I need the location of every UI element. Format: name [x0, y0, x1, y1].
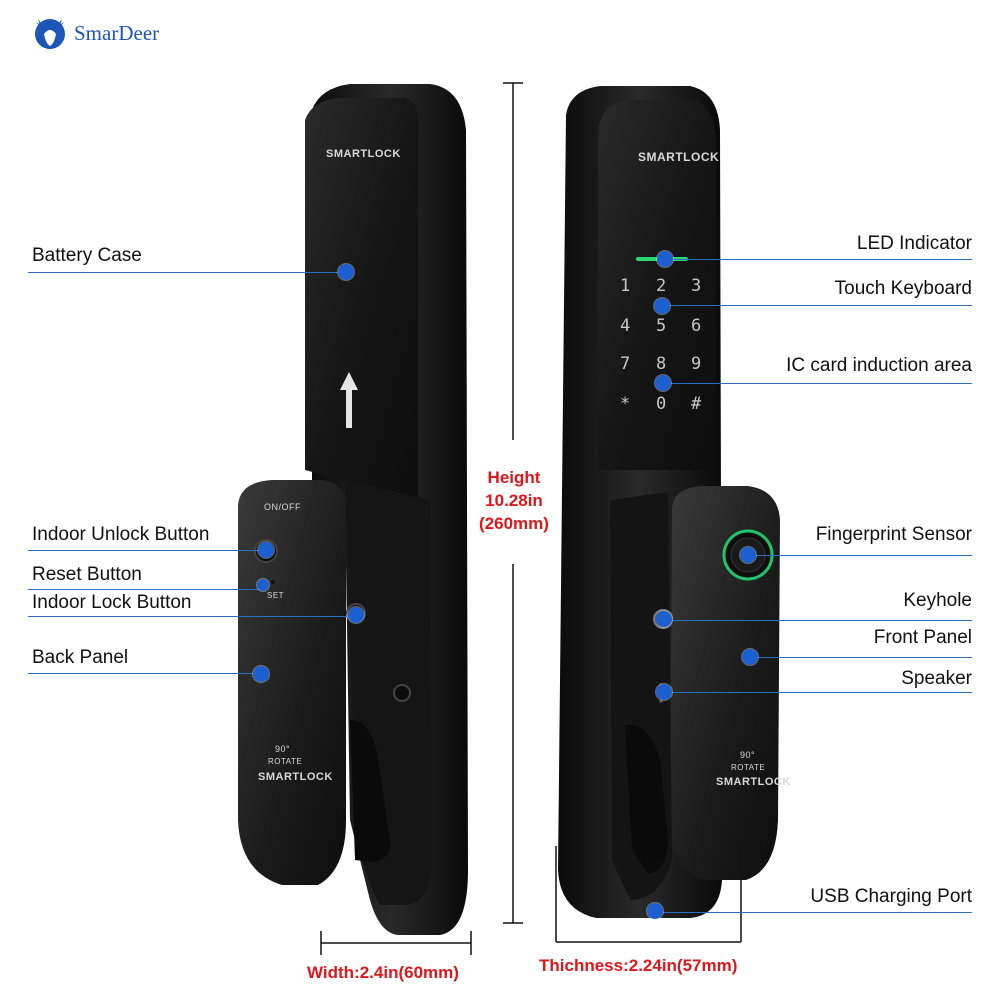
- height-label-mm: (260mm): [479, 514, 549, 533]
- callout-line-back-panel: [28, 673, 261, 674]
- callout-dot-indoor-unlock: [258, 542, 274, 558]
- callout-dot-battery-case: [338, 264, 354, 280]
- label-battery-case: Battery Case: [32, 245, 142, 266]
- keypad-key: 3: [691, 276, 702, 296]
- callout-line-usb: [655, 912, 972, 913]
- label-front-panel: Front Panel: [873, 627, 972, 648]
- callout-dot-ic-card: [655, 375, 671, 391]
- label-touch-keyboard: Touch Keyboard: [834, 278, 972, 299]
- width-label: Width:2.4in(60mm): [307, 963, 459, 982]
- height-label-title: Height: [487, 468, 541, 487]
- callout-line-fingerprint: [748, 555, 972, 556]
- label-ic-card-area: IC card induction area: [786, 355, 972, 376]
- thickness-label: Thichness:2.24in(57mm): [539, 956, 738, 975]
- callout-line-front-panel: [750, 657, 972, 658]
- height-label-inches: 10.28in: [485, 491, 543, 510]
- label-reset-button: Reset Button: [32, 564, 142, 585]
- label-usb-charging-port: USB Charging Port: [810, 886, 972, 907]
- callout-line-indoor-lock: [28, 616, 356, 617]
- callout-dot-usb: [647, 903, 663, 919]
- dimension-lines: [320, 82, 742, 955]
- label-led-indicator: LED Indicator: [856, 233, 972, 254]
- callout-dot-front-panel: [742, 649, 758, 665]
- label-indoor-unlock-button: Indoor Unlock Button: [32, 524, 210, 545]
- keypad-key: #: [691, 394, 702, 414]
- callout-dot-keyhole: [656, 611, 672, 627]
- callout-line-ic-card: [663, 383, 972, 384]
- keypad-key: *: [620, 394, 631, 414]
- brand-name: SmarDeer: [74, 20, 160, 45]
- front-top-print: SMARTLOCK: [638, 150, 720, 164]
- callout-line-battery-case: [28, 272, 346, 273]
- callout-line-indoor-unlock: [28, 550, 266, 551]
- brand-logo: SmarDeer: [32, 16, 159, 50]
- keypad-key: 4: [620, 316, 631, 336]
- label-back-panel: Back Panel: [32, 647, 129, 668]
- keypad-key: 9: [691, 354, 702, 374]
- on-off-print: ON/OFF: [264, 502, 301, 512]
- callout-line-touch-keyboard: [662, 305, 972, 306]
- deer-head-logo-icon: [35, 19, 65, 49]
- keypad-key: 7: [620, 354, 631, 374]
- back-lock-body: [238, 84, 468, 935]
- callout-line-keyhole: [664, 620, 972, 621]
- set-print: SET: [267, 591, 285, 600]
- front-lock-body: [558, 86, 780, 918]
- back-brand-print: SMARTLOCK: [258, 771, 333, 783]
- front-rotate-degree: 90°: [740, 750, 756, 760]
- keypad-key: 6: [691, 316, 702, 336]
- label-fingerprint-sensor: Fingerprint Sensor: [815, 524, 972, 545]
- front-brand-print: SMARTLOCK: [716, 776, 791, 788]
- callout-line-speaker: [664, 692, 972, 693]
- callout-dot-speaker: [656, 684, 672, 700]
- label-speaker: Speaker: [901, 668, 972, 689]
- back-rotate-print: ROTATE: [268, 757, 303, 766]
- back-rotate-degree: 90°: [275, 744, 291, 754]
- callout-dot-indoor-lock: [348, 607, 364, 623]
- front-rotate-print: ROTATE: [731, 763, 766, 772]
- callout-dot-reset: [257, 579, 269, 591]
- keypad-key: 2: [656, 276, 667, 296]
- keypad-key: 1: [620, 276, 631, 296]
- label-keyhole: Keyhole: [903, 590, 972, 611]
- keypad-key: 8: [656, 354, 667, 374]
- callout-dot-back-panel: [253, 666, 269, 682]
- label-indoor-lock-button: Indoor Lock Button: [32, 592, 192, 613]
- keypad-key: 5: [656, 316, 667, 336]
- keypad-key: 0: [656, 394, 667, 414]
- callout-dot-touch-keyboard: [654, 298, 670, 314]
- callout-dot-fingerprint: [740, 547, 756, 563]
- callout-line-reset: [28, 589, 263, 590]
- callout-dot-led: [657, 251, 673, 267]
- battery-case-print: SMARTLOCK: [326, 148, 401, 160]
- callout-line-led: [665, 259, 972, 260]
